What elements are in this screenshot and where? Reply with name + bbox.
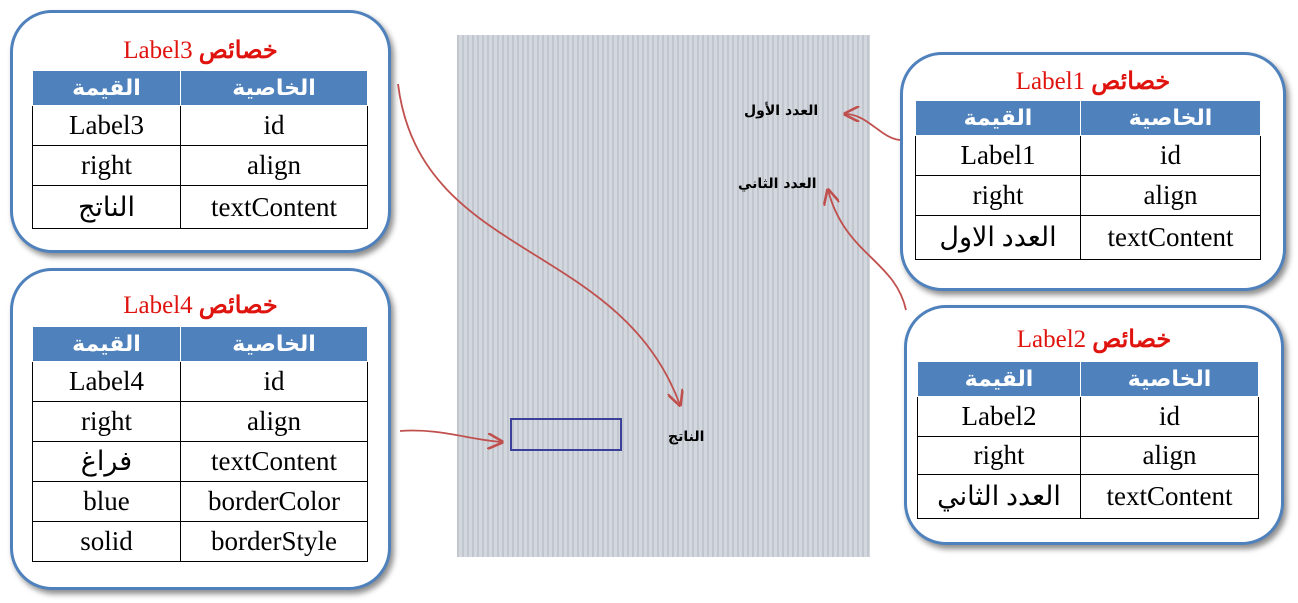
arrow-label3 (397, 83, 680, 405)
property-cell: id (1080, 396, 1259, 437)
property-cell: align (1080, 436, 1259, 475)
value-cell: blue (32, 481, 181, 522)
panel-title-name: Label1 (1015, 68, 1086, 95)
property-cell: borderStyle (180, 521, 368, 562)
panel-title-prefix: خصائص (198, 38, 278, 64)
property-cell: id (1080, 135, 1261, 176)
value-cell: العدد الثاني (917, 474, 1081, 519)
panel-title-prefix: خصائص (1092, 327, 1172, 353)
table-row: الناتج textContent (32, 185, 368, 229)
label3-properties-panel: Label3 خصائص القيمة الخاصية Label3 id ri… (10, 10, 391, 253)
panel-title: Label2 خصائص (907, 325, 1281, 354)
panel-title-prefix: خصائص (198, 293, 278, 319)
value-cell: Label4 (32, 361, 181, 402)
table-row: right align (915, 175, 1261, 216)
arrow-label4 (399, 429, 502, 442)
header-value: القيمة (32, 326, 181, 362)
value-cell: right (32, 401, 181, 442)
table-row: right align (917, 436, 1259, 475)
header-property: الخاصية (1080, 100, 1261, 136)
property-cell: textContent (1080, 474, 1259, 519)
panel-title: Label4 خصائص (13, 291, 388, 320)
table-row: العدد الثاني textContent (917, 474, 1259, 519)
header-property: الخاصية (1080, 361, 1259, 397)
panel-title-name: Label4 (123, 292, 193, 319)
table-header-row: القيمة الخاصية (917, 361, 1259, 397)
panel-title: Label3 خصائص (13, 36, 388, 65)
label2-properties-panel: Label2 خصائص القيمة الخاصية Label2 id ri… (904, 305, 1284, 545)
property-cell: align (180, 401, 368, 442)
arrow-label2 (828, 190, 907, 311)
value-cell: Label3 (32, 105, 181, 146)
table-row: solid borderStyle (32, 521, 368, 562)
label4-properties-panel: Label4 خصائص القيمة الخاصية Label4 id ri… (10, 268, 391, 590)
form-canvas (457, 35, 870, 557)
value-cell: العدد الاول (915, 215, 1081, 260)
value-cell: Label2 (917, 396, 1081, 437)
table-row: Label3 id (32, 105, 368, 146)
panel-title-name: Label2 (1016, 326, 1087, 353)
header-property: الخاصية (180, 326, 368, 362)
properties-table: القيمة الخاصية Label3 id right align الن… (32, 70, 368, 229)
panel-title: Label1 خصائص (903, 67, 1283, 96)
panel-title-prefix: خصائص (1091, 69, 1171, 95)
property-cell: align (1080, 175, 1261, 216)
form-label1: العدد الأول (744, 103, 819, 119)
header-value: القيمة (917, 361, 1081, 397)
property-cell: textContent (1080, 215, 1261, 260)
table-row: Label1 id (915, 135, 1261, 176)
value-cell: فراغ (32, 441, 181, 482)
panel-title-name: Label3 (123, 37, 193, 64)
table-row: العدد الاول textContent (915, 215, 1261, 260)
value-cell: الناتج (32, 185, 181, 229)
table-header-row: القيمة الخاصية (915, 100, 1261, 136)
table-row: right align (32, 145, 368, 186)
label1-properties-panel: Label1 خصائص القيمة الخاصية Label1 id ri… (900, 52, 1286, 291)
form-label2: العدد الثاني (738, 176, 817, 192)
property-cell: textContent (180, 185, 368, 229)
properties-table: القيمة الخاصية Label2 id right align الع… (917, 361, 1259, 519)
properties-table: القيمة الخاصية Label1 id right align الع… (915, 100, 1261, 260)
form-label4-box (510, 418, 622, 451)
value-cell: solid (32, 521, 181, 562)
table-row: blue borderColor (32, 481, 368, 522)
arrow-label1 (845, 114, 901, 141)
table-row: right align (32, 401, 368, 442)
table-header-row: القيمة الخاصية (32, 326, 368, 362)
property-cell: borderColor (180, 481, 368, 522)
property-cell: align (180, 145, 368, 186)
table-row: Label2 id (917, 396, 1259, 437)
property-cell: id (180, 361, 368, 402)
table-row: Label4 id (32, 361, 368, 402)
value-cell: right (915, 175, 1081, 216)
value-cell: Label1 (915, 135, 1081, 176)
properties-table: القيمة الخاصية Label4 id right align فرا… (32, 326, 368, 562)
form-label3: الناتج (668, 429, 705, 445)
